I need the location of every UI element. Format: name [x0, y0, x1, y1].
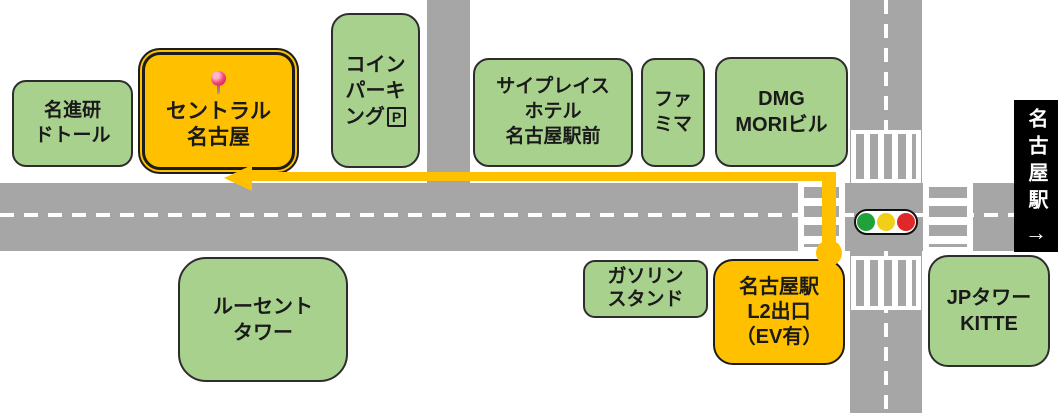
- route-arrowhead-icon: [224, 165, 252, 191]
- location-pin-icon: [210, 70, 227, 95]
- right-arrow-icon: →: [1025, 220, 1047, 245]
- yellow-light-icon: [877, 213, 895, 231]
- building-gas-station: ガソリン スタンド: [583, 260, 708, 318]
- center-line-horizontal: [0, 213, 1058, 217]
- building-label: DMG MORIビル: [735, 88, 828, 136]
- route-start-dot: [816, 240, 842, 266]
- building-label-text: コイン パーキ ング: [344, 53, 406, 128]
- building-label: JPタワー KITTE: [946, 287, 1032, 335]
- crosswalk-west: [798, 183, 845, 251]
- building-label: 名進研 ドトール: [34, 99, 111, 146]
- crosswalk-stripes: [856, 134, 916, 179]
- building-label: ガソリン スタンド: [607, 266, 684, 310]
- building-label: ルーセント タワー: [213, 295, 313, 344]
- building-cypress-hotel: サイプレイス ホテル 名古屋駅前: [473, 58, 633, 167]
- building-label: ファ ミマ: [653, 88, 692, 135]
- route-line-horizontal: [252, 172, 836, 181]
- red-light-icon: [897, 213, 915, 231]
- pin-needle: [216, 84, 220, 94]
- crosswalk-east: [923, 183, 973, 251]
- station-sign-label: 名古屋駅: [1025, 108, 1047, 216]
- crosswalk-stripes: [856, 260, 916, 306]
- building-label: サイプレイス ホテル 名古屋駅前: [496, 76, 610, 147]
- crosswalk-south: [851, 256, 921, 310]
- building-meishinken-doutor: 名進研 ドトール: [12, 80, 133, 167]
- building-dmg-mori: DMG MORIビル: [715, 57, 848, 167]
- center-line-vertical-upper: [884, 0, 888, 183]
- crosswalk-stripes: [929, 187, 967, 247]
- center-line-vertical-lower: [884, 251, 888, 413]
- building-label: セントラル 名古屋: [166, 99, 271, 149]
- building-lucent-tower: ルーセント タワー: [178, 257, 348, 382]
- green-light-icon: [857, 213, 875, 231]
- road-vertical-upper-left: [427, 0, 470, 183]
- building-central-nagoya-destination: セントラル 名古屋: [142, 52, 295, 170]
- crosswalk-north: [851, 130, 921, 183]
- pin-head: [210, 70, 226, 86]
- building-nagoya-station-l2-exit: 名古屋駅 L2出口 （EV有）: [713, 259, 845, 365]
- building-label: 名古屋駅 L2出口 （EV有）: [735, 275, 823, 348]
- nagoya-station-sign: 名古屋駅 →: [1014, 100, 1058, 252]
- traffic-light-icon: [854, 209, 918, 235]
- building-famima: ファ ミマ: [641, 58, 705, 167]
- parking-icon: P: [386, 106, 407, 127]
- building-jp-tower-kitte: JPタワー KITTE: [928, 255, 1050, 367]
- route-line-vertical: [822, 172, 836, 254]
